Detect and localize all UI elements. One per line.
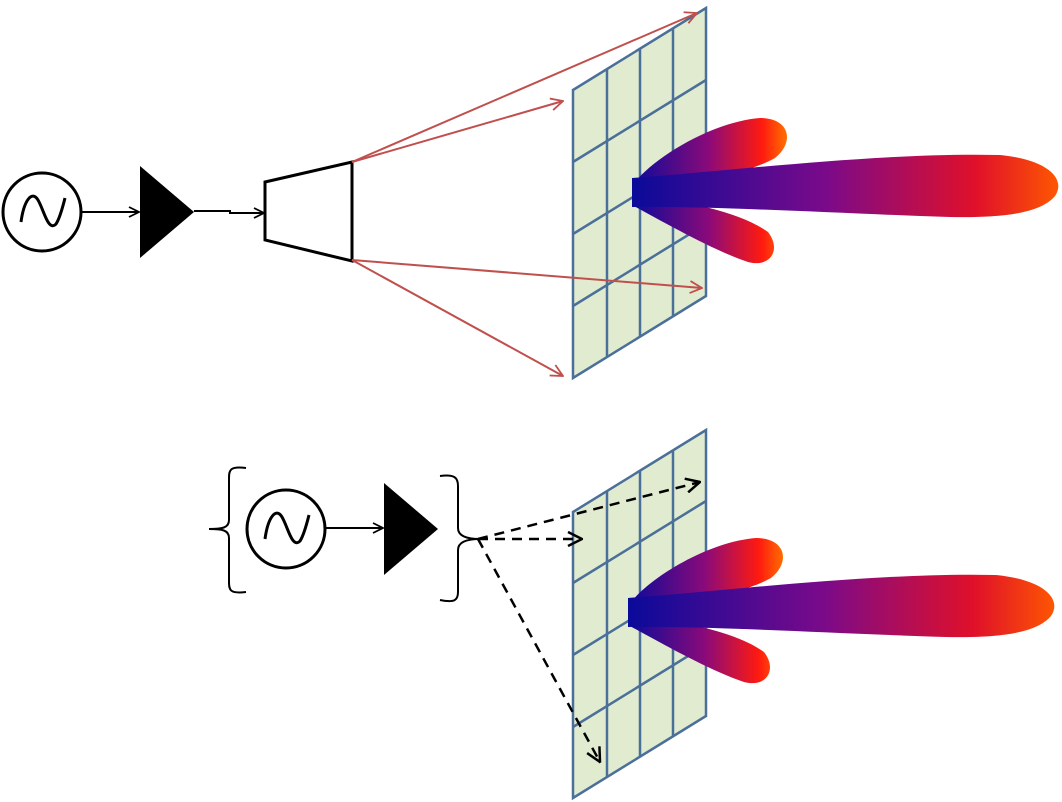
right-bracket-icon bbox=[439, 474, 481, 603]
left-bracket-icon bbox=[208, 466, 247, 594]
horn-feed-rays bbox=[351, 13, 702, 376]
horn-antenna-icon bbox=[263, 160, 354, 263]
top-system bbox=[1, 5, 1059, 381]
radiation-pattern-beam bbox=[632, 118, 1059, 264]
signal-source-icon bbox=[1, 171, 83, 253]
amplifier-icon bbox=[140, 166, 194, 258]
amplifier-to-horn-wire bbox=[194, 211, 264, 213]
dashed-feed-rays bbox=[476, 482, 700, 762]
bottom-system bbox=[208, 427, 1055, 801]
radiation-pattern-beam bbox=[628, 538, 1055, 684]
amplifier-icon bbox=[384, 483, 438, 575]
signal-source-icon bbox=[245, 488, 327, 570]
